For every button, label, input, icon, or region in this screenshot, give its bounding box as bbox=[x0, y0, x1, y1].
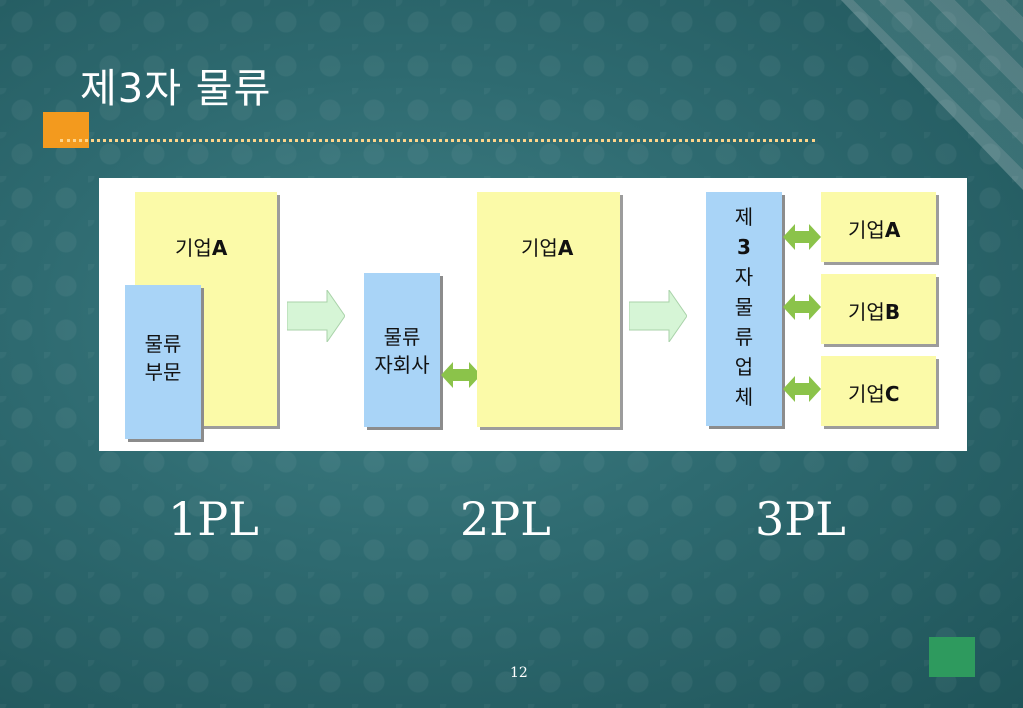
pl3-provider-char: 업 bbox=[734, 355, 754, 379]
pl3-company-a-text: 기업 bbox=[848, 218, 885, 242]
pl2-subsidiary-box: 물류 자회사 bbox=[364, 273, 440, 427]
pl2-company-letter: A bbox=[557, 236, 574, 260]
pl3-company-c-box: 기업C bbox=[821, 356, 936, 426]
pl3-company-c-label: 기업C bbox=[848, 378, 900, 407]
pl3-provider-label: 제 3 자 물 류 업 체 bbox=[706, 202, 782, 412]
pl3-provider-box: 제 3 자 물 류 업 체 bbox=[706, 192, 782, 426]
pl1-company-label: 기업A bbox=[175, 232, 227, 261]
slide-title: 제3자 물류 bbox=[80, 66, 272, 112]
link-arrow-3pl-c bbox=[783, 376, 821, 402]
pl3-provider-char: 3 bbox=[737, 235, 751, 259]
pl1-logistics-box: 물류 부문 bbox=[125, 285, 201, 439]
pl3-company-b-label: 기업B bbox=[848, 296, 900, 325]
pl3-company-a-letter: A bbox=[884, 218, 901, 242]
pl3-company-a-box: 기업A bbox=[821, 192, 936, 262]
link-arrow-3pl-a bbox=[783, 224, 821, 250]
pl1-company-text: 기업 bbox=[175, 236, 212, 260]
logistics-diagram: 기업A 물류 부문 물류 자회사 기업A 제 3 자 물 류 bbox=[99, 178, 967, 451]
label-2pl: 2PL bbox=[460, 492, 551, 546]
pl3-provider-char: 제 bbox=[734, 205, 754, 229]
title-accent-square bbox=[43, 112, 89, 148]
link-arrow-2pl bbox=[441, 362, 481, 388]
page-number: 12 bbox=[510, 665, 528, 681]
label-3pl: 3PL bbox=[755, 492, 846, 546]
pl3-company-c-text: 기업 bbox=[848, 382, 885, 406]
pl2-company-text: 기업 bbox=[521, 236, 558, 260]
pl2-company-label: 기업A bbox=[521, 232, 573, 261]
pl3-company-a-label: 기업A bbox=[848, 214, 900, 243]
decorative-green-square bbox=[929, 637, 975, 677]
title-dotted-line bbox=[60, 139, 815, 142]
flow-arrow-1 bbox=[287, 290, 345, 342]
pl3-provider-char: 자 bbox=[734, 265, 754, 289]
link-arrow-3pl-b bbox=[783, 294, 821, 320]
flow-arrow-2 bbox=[629, 290, 687, 342]
pl2-company-box: 기업A bbox=[477, 192, 620, 427]
pl2-subsidiary-line2: 자회사 bbox=[374, 353, 430, 377]
pl3-company-b-letter: B bbox=[884, 300, 901, 324]
pl3-company-c-letter: C bbox=[884, 382, 900, 406]
pl1-logistics-line2: 부문 bbox=[144, 360, 182, 384]
pl1-company-letter: A bbox=[211, 236, 228, 260]
pl3-company-b-box: 기업B bbox=[821, 274, 936, 344]
decorative-corner bbox=[841, 0, 1023, 190]
pl3-provider-char: 류 bbox=[734, 325, 754, 349]
label-1pl: 1PL bbox=[168, 492, 259, 546]
pl2-subsidiary-line1: 물류 bbox=[383, 325, 421, 349]
pl3-company-b-text: 기업 bbox=[848, 300, 885, 324]
pl3-provider-char: 물 bbox=[734, 295, 754, 319]
pl2-subsidiary-label: 물류 자회사 bbox=[364, 323, 440, 379]
pl1-logistics-line1: 물류 bbox=[144, 332, 182, 356]
pl1-logistics-label: 물류 부문 bbox=[125, 330, 201, 386]
pl3-provider-char: 체 bbox=[734, 385, 754, 409]
